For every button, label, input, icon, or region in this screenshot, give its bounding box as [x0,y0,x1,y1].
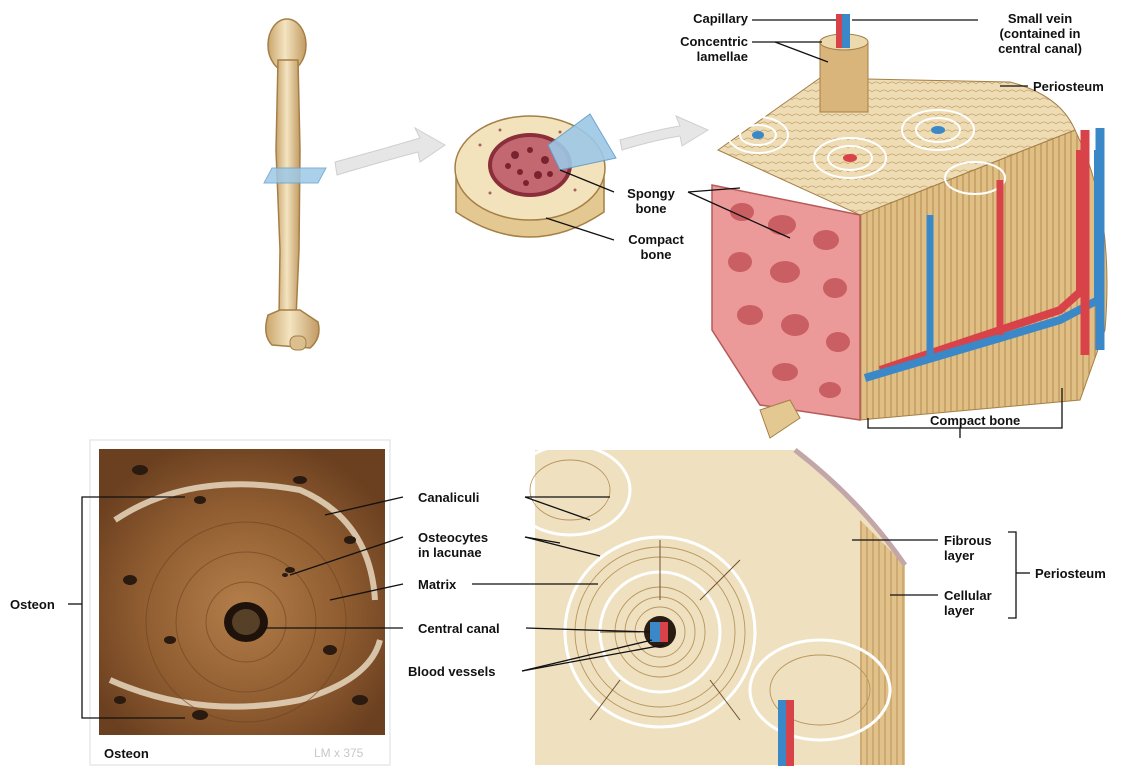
label-concentric-lamellae: Concentric lamellae [636,34,748,64]
label-osteocytes: Osteocytes in lacunae [418,530,488,560]
osteon-micrograph [90,440,390,765]
label-blood-vessels: Blood vessels [408,664,495,679]
arrow-icon [335,128,445,175]
label-periosteum-top: Periosteum [1033,79,1104,94]
label-central-canal: Central canal [418,621,500,636]
osteon-enlargement [510,445,905,766]
humerus-bone [266,19,319,350]
label-small-vein: Small vein (contained in central canal) [976,11,1104,56]
label-periosteum-right: Periosteum [1035,566,1106,581]
label-osteon-caption: Osteon [104,746,149,761]
label-canaliculi: Canaliculi [418,490,479,505]
label-micrograph-magnification: LM x 375 [314,746,363,760]
label-compact-bone-block: Compact bone [930,413,1020,428]
label-matrix: Matrix [418,577,456,592]
section-plane [264,168,326,183]
label-capillary: Capillary [656,11,748,26]
label-compact-bone-section: Compact bone [616,232,696,262]
label-osteon-left: Osteon [10,597,55,612]
label-spongy-bone: Spongy bone [616,186,686,216]
label-cellular-layer: Cellular layer [944,588,992,618]
bone-cross-section [455,114,616,237]
label-fibrous-layer: Fibrous layer [944,533,992,563]
arrow-icon [620,116,708,150]
compact-bone-block [712,14,1107,438]
